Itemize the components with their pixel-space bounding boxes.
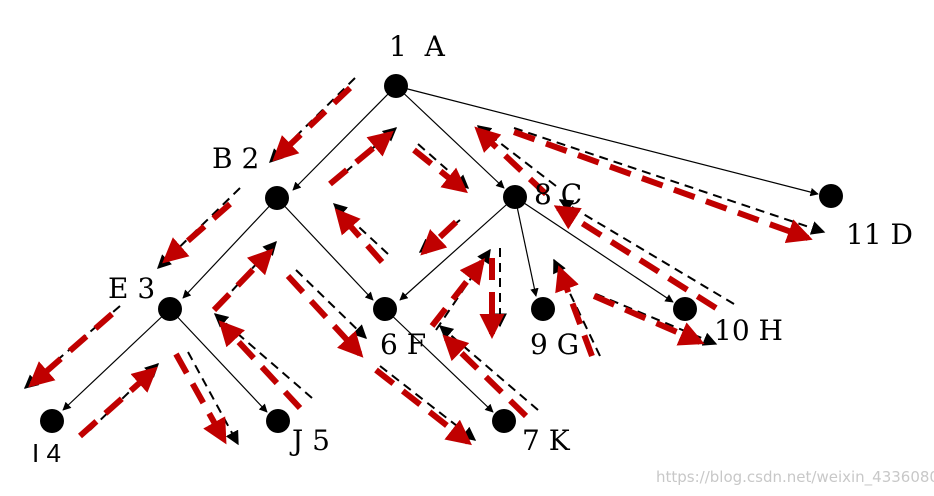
node-f bbox=[373, 297, 397, 321]
trav-red-c-a bbox=[474, 126, 549, 197]
trav-red-j-e bbox=[218, 320, 303, 411]
watermark: https://blog.csdn.net/weixin_43360801 bbox=[656, 468, 934, 487]
trav-black-e-j bbox=[187, 351, 239, 446]
trav-red-b-f bbox=[285, 273, 364, 358]
edge-c-g bbox=[514, 196, 539, 297]
traversal-red-dashed bbox=[28, 85, 813, 446]
label-node-b: B 2 bbox=[212, 142, 259, 175]
node-j bbox=[266, 409, 290, 433]
edge-a-c bbox=[395, 85, 505, 189]
trav-black-a-d bbox=[513, 127, 826, 235]
node-k bbox=[492, 409, 516, 433]
tree-edges bbox=[62, 85, 819, 413]
label-node-k: 7 K bbox=[522, 424, 571, 457]
node-b bbox=[265, 186, 289, 210]
edge-c-h bbox=[514, 196, 674, 303]
trav-red-f-b bbox=[334, 208, 385, 264]
label-node-j: J 5 bbox=[289, 424, 330, 457]
label-node-c: 8 C bbox=[534, 178, 582, 211]
node-g bbox=[531, 297, 555, 321]
node-a bbox=[384, 74, 408, 98]
trav-red-c-h bbox=[592, 293, 705, 346]
edge-e-j bbox=[169, 308, 268, 413]
edge-a-d bbox=[395, 85, 819, 197]
trav-red-h-c bbox=[553, 205, 718, 311]
tree-nodes bbox=[40, 74, 843, 433]
trav-red-c-f bbox=[420, 219, 459, 256]
trav-black-a-b bbox=[269, 77, 356, 163]
trav-red-f-k bbox=[374, 367, 472, 446]
trav-black-j-e bbox=[213, 313, 313, 399]
label-node-d: 11 D bbox=[846, 218, 913, 251]
trav-black-a-c bbox=[417, 143, 470, 189]
node-e bbox=[158, 297, 182, 321]
edge-b-e bbox=[182, 197, 278, 299]
trav-red-a-d bbox=[512, 129, 813, 244]
trav-red-g-c bbox=[555, 265, 595, 358]
traversal-black-dashed bbox=[23, 77, 826, 446]
node-h bbox=[673, 297, 697, 321]
trav-black-f-k bbox=[379, 365, 477, 441]
label-node-f: 6 F bbox=[380, 328, 426, 361]
edge-a-b bbox=[292, 85, 397, 191]
trav-red-b-e bbox=[162, 201, 232, 264]
edge-e-i bbox=[62, 308, 171, 411]
node-c bbox=[503, 185, 527, 209]
node-labels: 1 A B 2 8 C 11 D E 3 6 F 9 G 10 H I 4 J … bbox=[32, 30, 913, 468]
trav-red-a-c bbox=[412, 147, 468, 194]
trav-black-f-b bbox=[332, 203, 389, 255]
label-node-i: I 4 bbox=[32, 438, 61, 468]
trav-red-e-j bbox=[173, 352, 227, 445]
node-d bbox=[819, 184, 843, 208]
trav-red-e-i bbox=[28, 311, 114, 388]
trav-red-k-f bbox=[442, 334, 529, 419]
label-node-h: 10 H bbox=[714, 314, 783, 347]
trav-red-e-b bbox=[211, 248, 274, 313]
edge-f-k bbox=[384, 308, 494, 413]
edge-c-f bbox=[399, 196, 516, 301]
edge-b-f bbox=[276, 197, 374, 301]
trav-red-f-c bbox=[429, 258, 486, 328]
trav-red-a-b bbox=[272, 85, 353, 162]
trav-black-b-f bbox=[295, 269, 368, 339]
trav-red-i-e bbox=[78, 366, 158, 439]
label-node-a: 1 A bbox=[389, 30, 446, 63]
node-i bbox=[40, 409, 64, 433]
trav-black-k-f bbox=[438, 325, 539, 411]
label-node-g: 9 G bbox=[530, 328, 579, 361]
label-node-e: E 3 bbox=[108, 272, 155, 305]
trav-black-i-e bbox=[89, 363, 160, 431]
trav-black-h-c bbox=[558, 199, 735, 305]
trav-red-b-a bbox=[328, 130, 394, 187]
